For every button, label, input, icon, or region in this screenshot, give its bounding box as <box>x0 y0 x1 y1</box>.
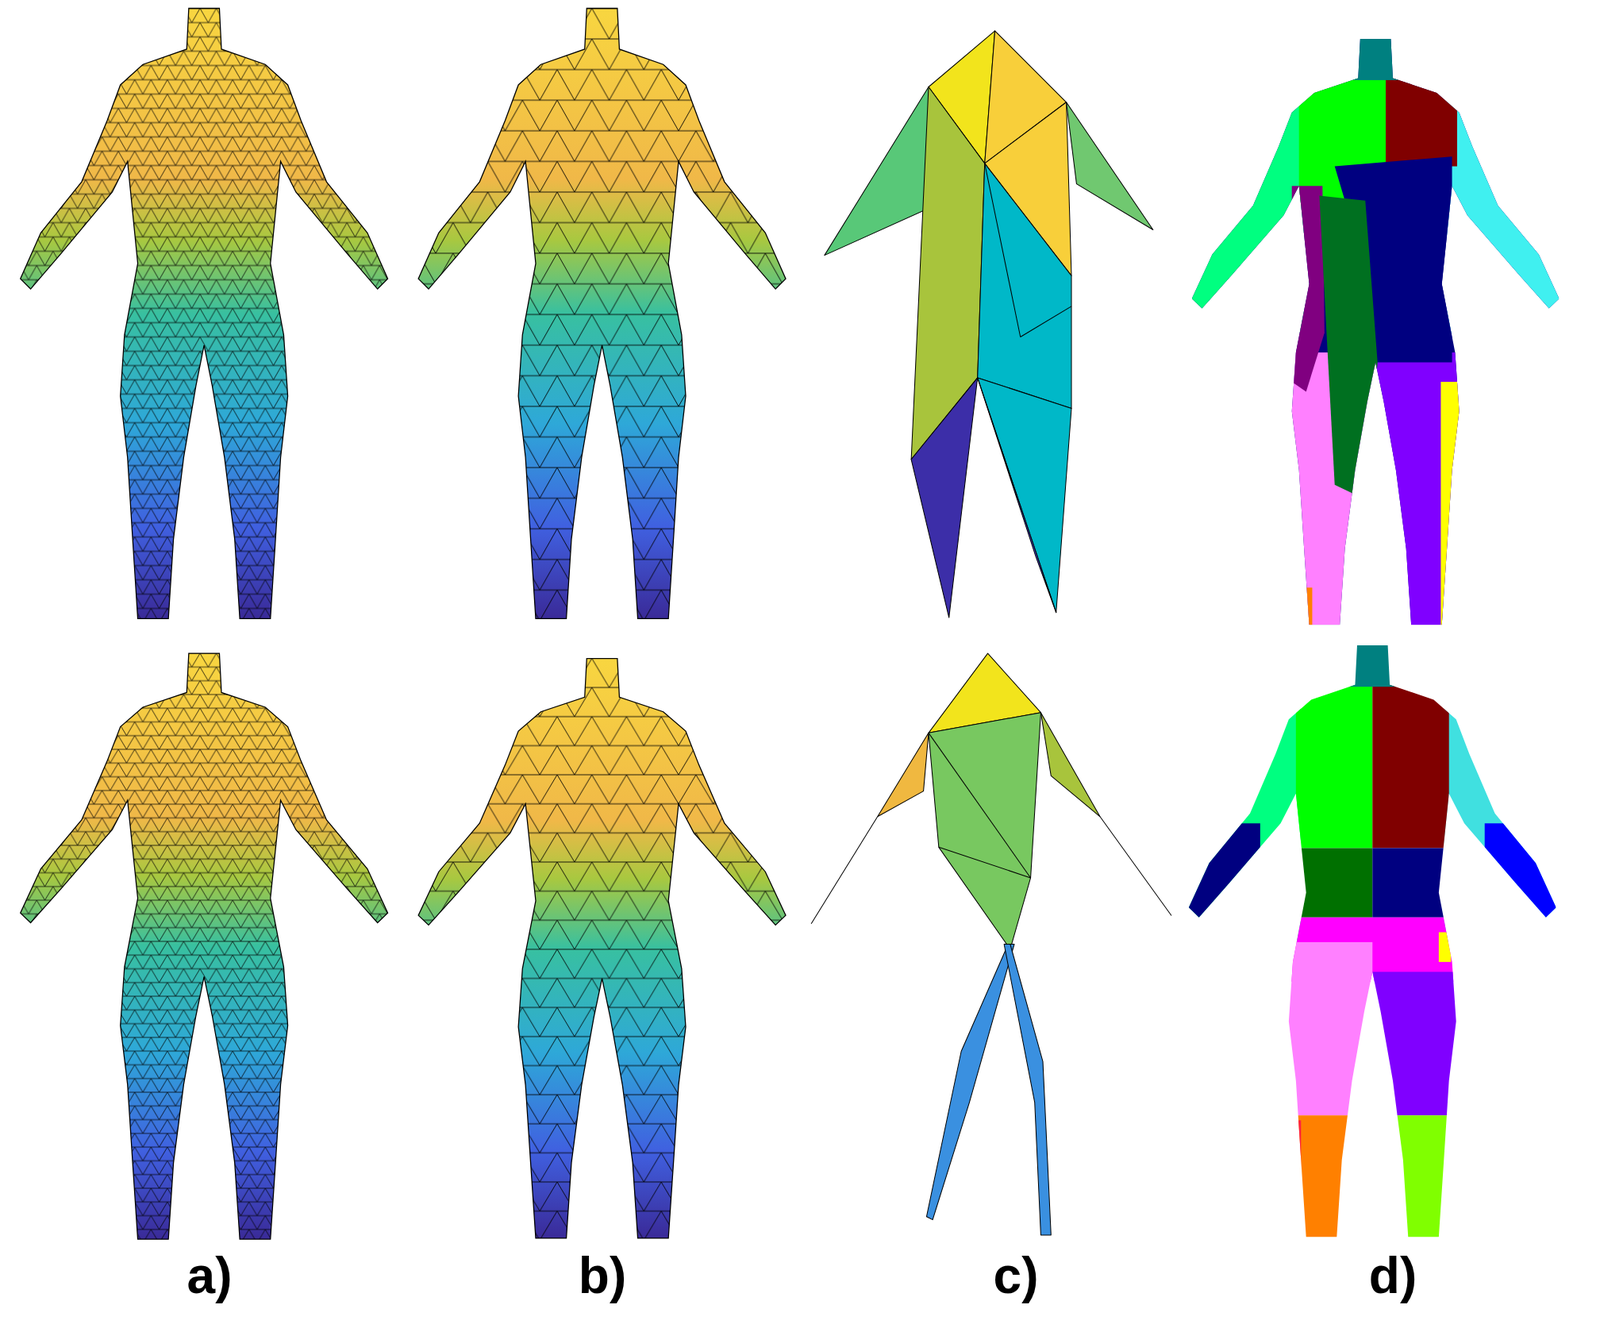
panel-label: c) <box>993 1250 1039 1301</box>
panel-label: d) <box>1369 1250 1417 1301</box>
coarse-mesh-body <box>418 8 786 621</box>
fine-mesh-body <box>20 8 389 621</box>
fine-mesh-body <box>20 653 389 1242</box>
coarse-mesh-body <box>418 658 786 1241</box>
skeleton-mesh <box>824 30 1154 618</box>
panel-label: b) <box>578 1250 627 1301</box>
panel-label: a) <box>187 1250 233 1301</box>
segmented-body <box>1188 645 1557 1245</box>
segmented-body <box>1192 38 1560 637</box>
skeleton-mesh <box>811 653 1172 1235</box>
